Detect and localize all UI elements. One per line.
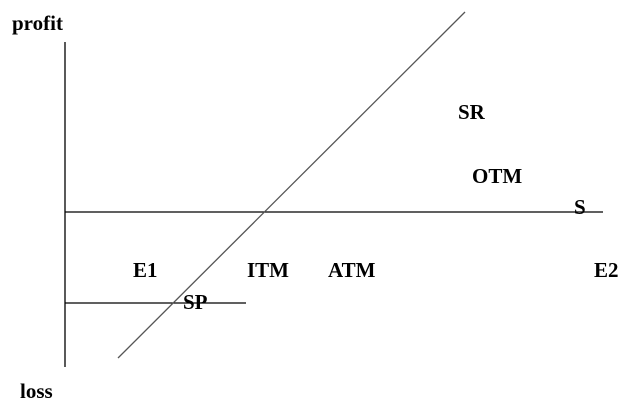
s-label: S: [574, 195, 586, 219]
sr-label: SR: [458, 100, 485, 124]
atm-label: ATM: [328, 258, 376, 282]
sp-label: SP: [183, 290, 208, 314]
loss-label: loss: [20, 379, 53, 403]
itm-label: ITM: [247, 258, 289, 282]
profit-label: profit: [12, 11, 63, 35]
e1-label: E1: [133, 258, 158, 282]
e2-label: E2: [594, 258, 619, 282]
payoff-line: [117, 11, 466, 359]
otm-label: OTM: [472, 164, 523, 188]
